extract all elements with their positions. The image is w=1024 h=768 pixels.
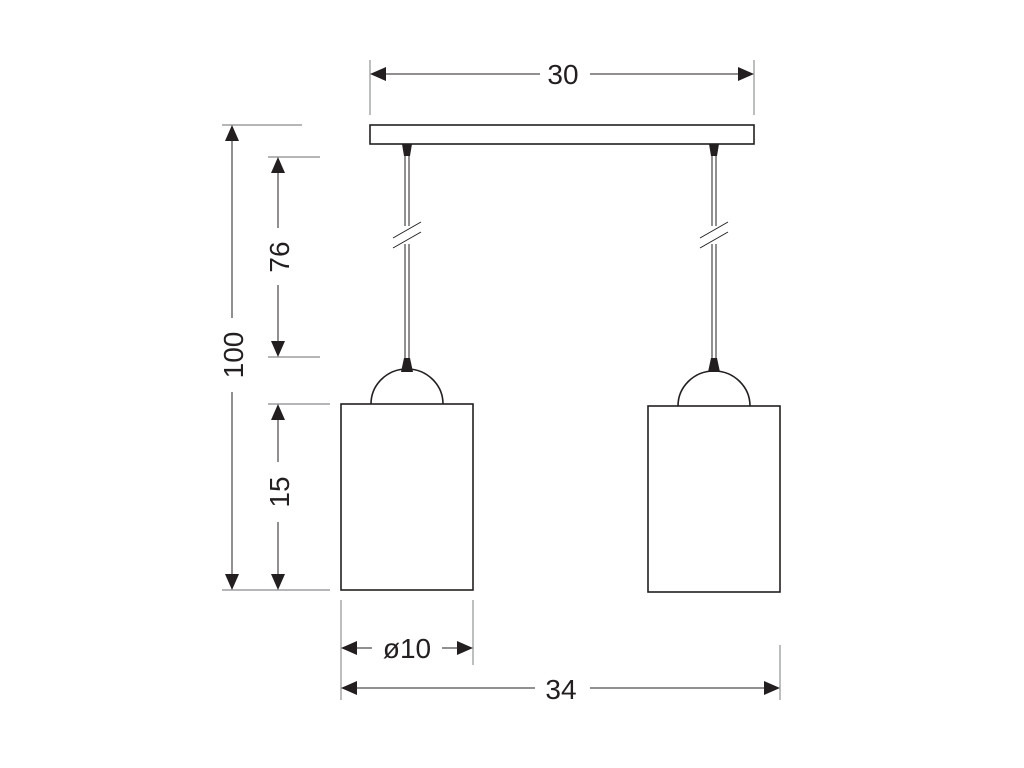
lampholder-dome-right (677, 370, 751, 407)
cable-break-symbol-left (392, 221, 422, 249)
dim-total-width: 34 (340, 645, 781, 705)
cable-break-symbol-right (699, 221, 729, 249)
shade-right (647, 405, 781, 593)
shade-left (340, 403, 474, 591)
lampholder-dome-left (370, 368, 444, 405)
dim-shade-diameter: ø10 (340, 600, 474, 665)
dim-shade-height-label: 15 (264, 476, 295, 507)
dim-shade-diameter-label: ø10 (383, 633, 431, 664)
dim-cable-length-label: 76 (264, 241, 295, 272)
pendant-left (340, 144, 474, 591)
pendant-right (647, 144, 781, 593)
dim-total-height-label: 100 (218, 332, 249, 379)
dim-shade-height: 15 (264, 403, 330, 590)
canopy-bar (369, 124, 755, 145)
cable-clamp-top-right (709, 144, 719, 156)
cable-clamp-bottom-right (708, 358, 720, 372)
cable-clamp-top-left (402, 144, 412, 156)
dim-total-height: 100 (218, 124, 330, 591)
dim-canopy-width: 30 (369, 59, 755, 115)
dim-canopy-width-label: 30 (547, 59, 578, 90)
dim-cable-length: 76 (264, 156, 320, 358)
dim-total-width-label: 34 (545, 674, 576, 705)
